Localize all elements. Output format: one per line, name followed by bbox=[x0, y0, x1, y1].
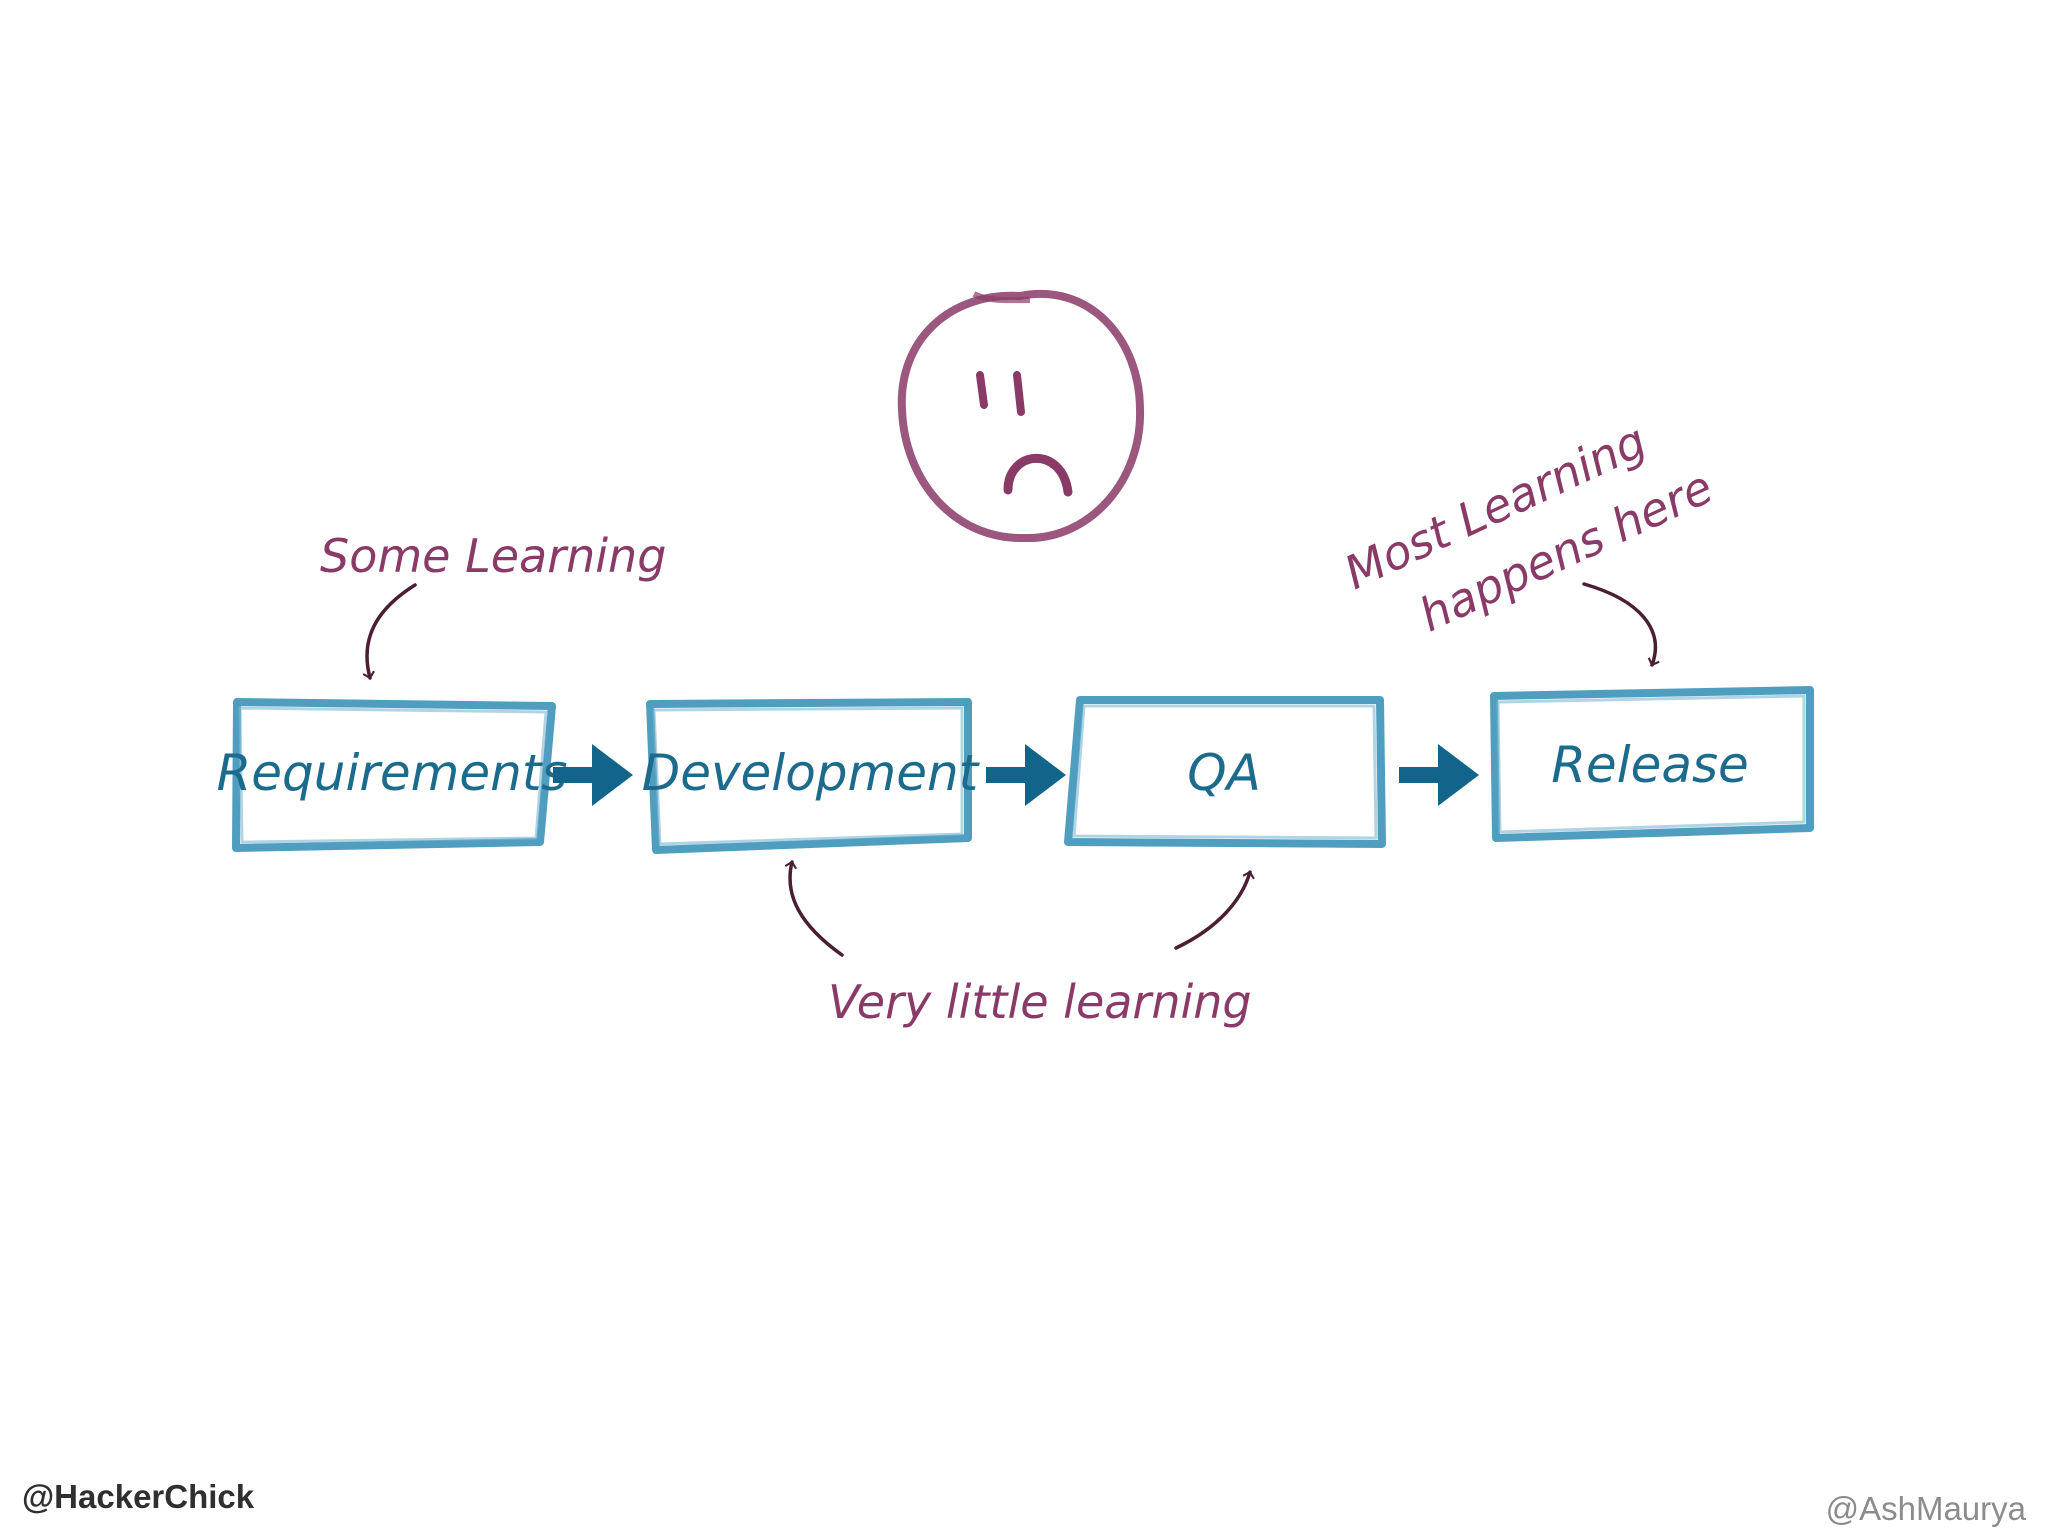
flow-arrow-qa-to-release bbox=[1399, 744, 1479, 806]
pointer-arrow-most-learning bbox=[1582, 582, 1660, 667]
stage-box-development bbox=[646, 698, 972, 854]
stage-label-qa: QA bbox=[1187, 744, 1261, 802]
stage-label-release: Release bbox=[1551, 736, 1749, 794]
pointer-arrow-to-development bbox=[784, 860, 844, 957]
pointer-arrow-some-learning bbox=[362, 583, 417, 680]
footer-handle-right: @AshMaurya bbox=[1825, 1490, 2026, 1527]
flow-arrow-development-to-qa bbox=[986, 744, 1066, 806]
sad-face-icon bbox=[897, 290, 1145, 543]
annotation-very-little-learning: Very little learning bbox=[828, 975, 1252, 1029]
stage-label-development: Development bbox=[642, 744, 981, 802]
stage-box-release bbox=[1490, 686, 1814, 842]
footer-handle-left: @HackerChick bbox=[22, 1478, 255, 1515]
annotation-most-learning: Most Learning happens here bbox=[1336, 413, 1721, 642]
annotation-some-learning: Some Learning bbox=[320, 529, 666, 583]
flow-arrow-requirements-to-development bbox=[553, 744, 633, 806]
stage-box-requirements bbox=[232, 698, 556, 852]
stage-box-qa bbox=[1064, 696, 1386, 848]
stage-label-requirements: Requirements bbox=[217, 744, 568, 802]
pointer-arrow-to-qa bbox=[1174, 870, 1255, 950]
